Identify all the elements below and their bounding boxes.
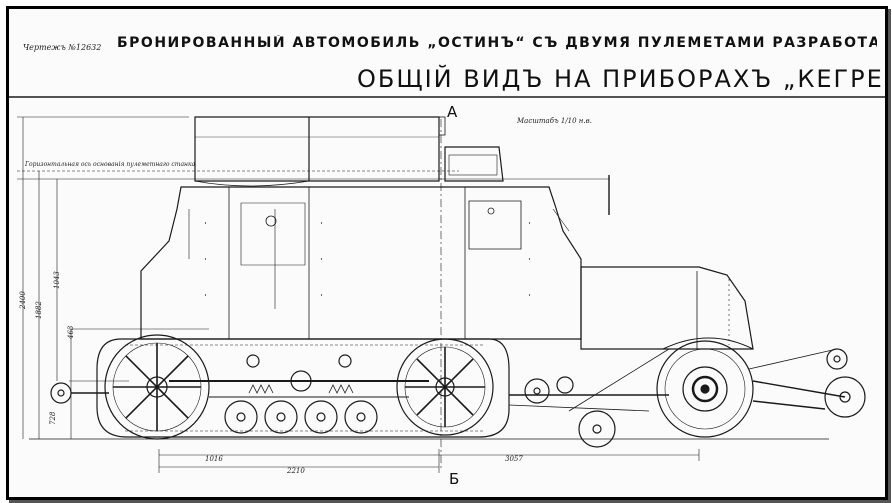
mid-rollers xyxy=(508,348,670,448)
front-wheel xyxy=(656,340,754,438)
turret xyxy=(194,116,440,182)
dimension-label: 1016 xyxy=(205,455,223,463)
scale-note: Масштабъ 1/10 н.в. xyxy=(517,117,592,125)
armored-car-drawing xyxy=(9,96,885,473)
dimension-label: 2210 xyxy=(287,467,305,475)
drawing-subtitle: ОБЩІЙ ВИДЪ НА ПРИБОРАХЪ „КЕГРЕССА“. xyxy=(357,65,885,93)
track-belt xyxy=(96,338,510,438)
drawing-number: Чертежъ №12632 xyxy=(23,43,102,52)
hull xyxy=(140,186,582,340)
dimension-label: 3057 xyxy=(505,455,523,463)
kegresse-track xyxy=(96,334,510,440)
drawing-sheet: Чертежъ №12632 БРОНИРОВАННЫЙ АВТОМОБИЛЬ … xyxy=(6,6,888,500)
hatch xyxy=(468,200,522,250)
drawing-title: БРОНИРОВАННЫЙ АВТОМОБИЛЬ „ОСТИНЪ“ СЪ ДВУ… xyxy=(117,35,877,51)
rear-turret xyxy=(444,146,504,182)
rear-roller xyxy=(50,382,109,404)
front-rollers xyxy=(748,348,866,418)
front-mudguard xyxy=(662,337,754,350)
road-wheels xyxy=(224,400,378,434)
idler-wheel xyxy=(396,338,494,436)
bonnet xyxy=(580,266,754,350)
gun-axis-note: Горизонтальная ось основанія пулеметнаго… xyxy=(25,161,196,168)
section-mark-a: А xyxy=(447,103,458,121)
section-mark-b: Б xyxy=(449,470,460,488)
drive-wheel xyxy=(104,334,210,440)
